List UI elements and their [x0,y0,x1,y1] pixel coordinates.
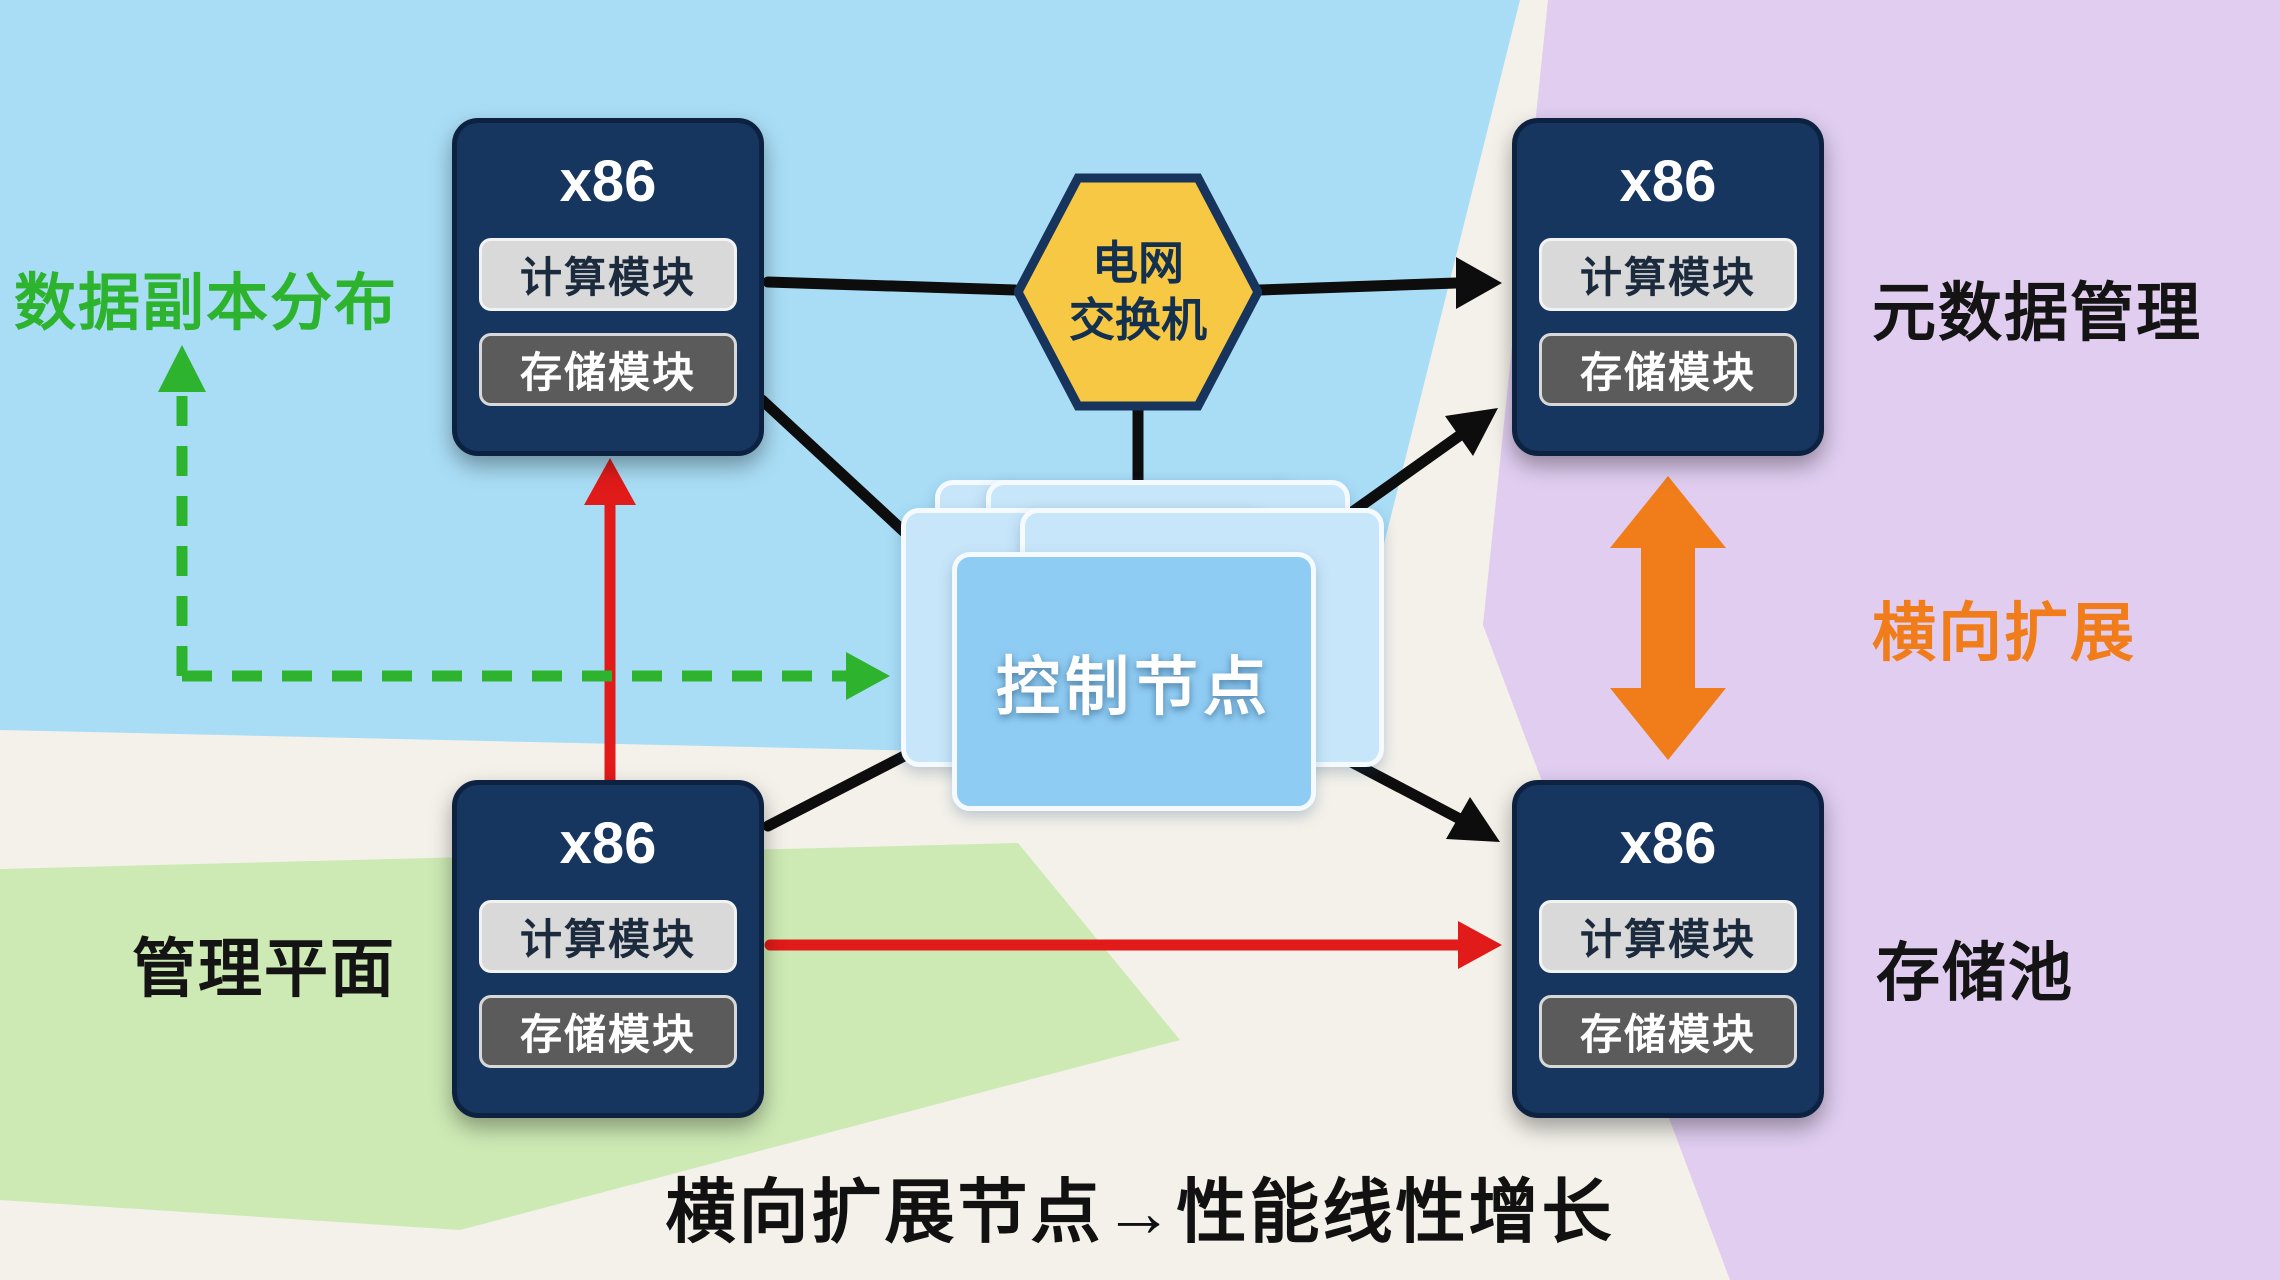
arrow-green-dashed-to-control [182,652,890,700]
label-storage-pool: 存储池 [1876,937,2074,1009]
compute-module: 计算模块 [1539,899,1797,973]
control-node-card: 控制节点 [952,552,1316,811]
x86-node-bottom-right: x86 计算模块 存储模块 [1512,780,1824,1118]
storage-module: 存储模块 [479,332,737,406]
arrow-green-dashed-to-label [158,345,206,676]
control-node-stack: 控制节点 [901,480,1384,811]
compute-module: 计算模块 [479,899,737,973]
compute-module: 计算模块 [1539,237,1797,311]
hexagon-shape [1012,173,1264,411]
network-switch-hexagon: 电网 交换机 [1012,170,1264,414]
x86-node-top-left: x86 计算模块 存储模块 [452,118,764,456]
link-topleft-to-switch [762,276,1021,296]
node-title: x86 [1619,149,1717,214]
storage-module: 存储模块 [1539,994,1797,1068]
arrow-red-bottomleft-to-bottomright [764,921,1502,969]
arrow-red-bottomleft-to-topleft [584,458,636,796]
control-node-label: 控制节点 [996,650,1272,723]
label-data-replica-distribution: 数据副本分布 [14,269,399,338]
arrow-orange-scaleout [1610,476,1726,760]
arrow-switch-to-topright [1254,257,1502,309]
node-title: x86 [559,811,657,876]
node-title: x86 [559,149,657,214]
switch-label-line2: 交换机 [1069,294,1207,346]
x86-node-bottom-left: x86 计算模块 存储模块 [452,780,764,1118]
switch-label: 电网 交换机 [1014,170,1262,414]
storage-module: 存储模块 [479,994,737,1068]
label-horizontal-scaling: 横向扩展 [1872,597,2136,669]
storage-module: 存储模块 [1539,332,1797,406]
label-management-plane: 管理平面 [132,933,396,1005]
switch-label-line1: 电网 [1092,236,1184,289]
x86-node-top-right: x86 计算模块 存储模块 [1512,118,1824,456]
label-metadata-management: 元数据管理 [1872,277,2202,349]
node-title: x86 [1619,811,1717,876]
compute-module: 计算模块 [479,237,737,311]
caption-scaleout-performance: 横向扩展节点→性能线性增长 [665,1173,1615,1251]
